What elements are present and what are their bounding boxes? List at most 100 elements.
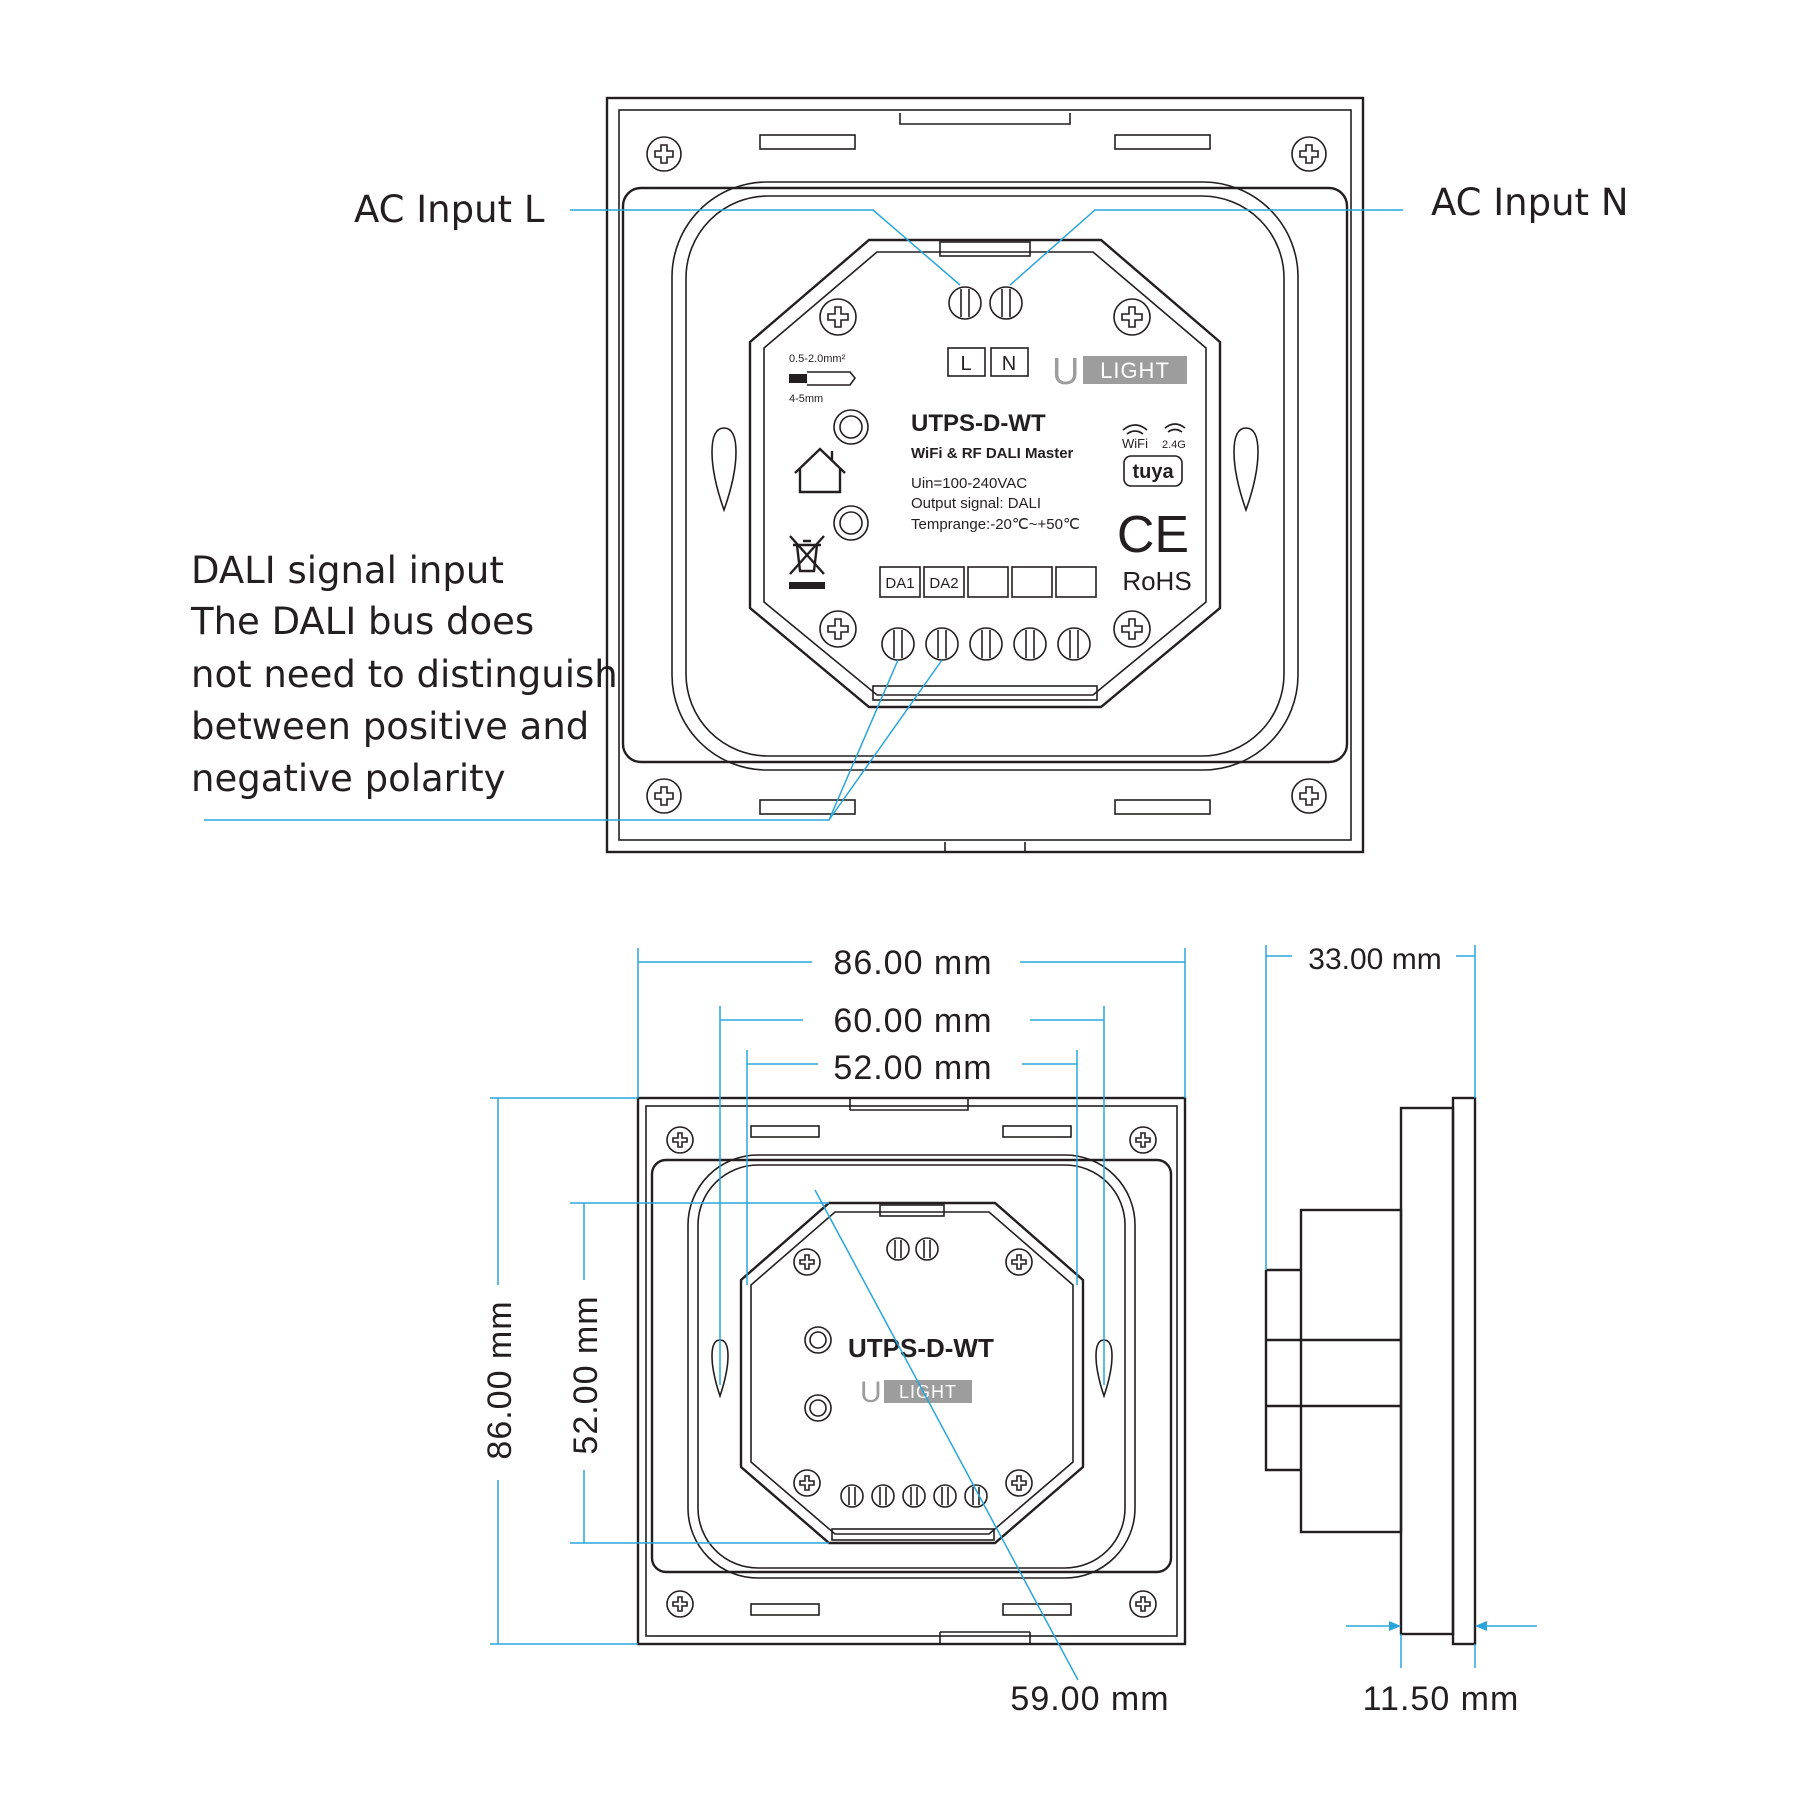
- dim-clip: [1002, 1125, 1072, 1138]
- dimension-view: UTPS-D-WT U LIGHT 86.00 mm 60.00 mm 52.0…: [481, 944, 1187, 1718]
- model-label: UTPS-D-WT: [911, 410, 1046, 437]
- dim-line-diagonal: [814, 1189, 1079, 1681]
- annotation-dali-line-2: The DALI bus does: [190, 600, 534, 643]
- dim-right-keyhole: [1095, 1339, 1113, 1399]
- brand-logo-bar: [1083, 356, 1187, 384]
- description-label: WiFi & RF DALI Master: [911, 445, 1074, 462]
- leader-ac-input-l: [570, 209, 961, 286]
- dim-box-notch: [831, 1528, 995, 1541]
- spec-input-label: Uin=100-240VAC: [911, 475, 1027, 492]
- dali-terminal-icon: [840, 1484, 864, 1508]
- dim-label-outer-height: 86.00 mm: [481, 1300, 519, 1459]
- dali-terminal-da2: [925, 627, 959, 661]
- dim-label-diagonal: 59.00 mm: [1010, 1680, 1169, 1718]
- dim-label-mount-width: 60.00 mm: [833, 1002, 992, 1040]
- spare-terminal: [1057, 627, 1091, 661]
- dim-clip: [750, 1603, 820, 1616]
- ac-terminal-icon: [915, 1237, 939, 1261]
- ac-terminal-n: [989, 286, 1023, 320]
- indicator-hole: [833, 505, 869, 541]
- back-box: [748, 238, 1222, 709]
- spec-temp-label: Temprange:-20℃~+50℃: [911, 516, 1080, 533]
- spare-terminal: [969, 627, 1003, 661]
- rf-icon: [1164, 423, 1186, 433]
- terminal-box-empty: [1011, 566, 1053, 598]
- terminal-label-da1: DA1: [885, 575, 914, 592]
- dim-clip: [750, 1125, 820, 1138]
- strip-length-label: 4-5mm: [789, 393, 823, 405]
- wire-strip-icon: [789, 374, 807, 383]
- dim-recess-inner: [697, 1164, 1126, 1569]
- dim-clip: [1002, 1603, 1072, 1616]
- dali-terminal-icon: [871, 1484, 895, 1508]
- annotation-ac-input-l: AC Input L: [354, 188, 545, 231]
- spare-terminal: [1013, 627, 1047, 661]
- corner-screw-icon: [1129, 1590, 1157, 1618]
- box-screw-icon: [1005, 1469, 1033, 1497]
- terminal-label-da2: DA2: [929, 575, 958, 592]
- box-screw-icon: [1113, 610, 1151, 648]
- side-box-upper: [1299, 1208, 1403, 1534]
- back-box-inner: [763, 251, 1207, 696]
- spec-output-label: Output signal: DALI: [911, 495, 1041, 512]
- corner-screw-icon: [646, 778, 682, 814]
- dim-inner-frame: [645, 1105, 1178, 1637]
- tuya-badge: [1123, 455, 1183, 487]
- box-screw-icon: [1005, 1248, 1033, 1276]
- box-screw-icon: [793, 1469, 821, 1497]
- wifi-label: WiFi: [1122, 436, 1148, 451]
- dim-model-label: UTPS-D-WT: [848, 1333, 994, 1363]
- terminal-box-n: [990, 347, 1029, 377]
- top-tab: [899, 113, 1071, 125]
- dim-label-thickness: 11.50 mm: [1363, 1680, 1520, 1718]
- annotation-dali-line-3: not need to distinguish: [191, 653, 618, 696]
- box-screw-icon: [793, 1248, 821, 1276]
- plate-recess-outer: [671, 181, 1299, 771]
- clip-top-right: [1114, 134, 1211, 150]
- side-box-body: [1264, 1268, 1401, 1472]
- dim-back-box: [739, 1201, 1085, 1545]
- brand-logo-u: U: [1052, 351, 1079, 393]
- annotation-ac-input-n: AC Input N: [1431, 181, 1629, 224]
- leader-ac-input-n: [1009, 209, 1403, 286]
- corner-screw-icon: [666, 1590, 694, 1618]
- corner-screw-icon: [646, 136, 682, 172]
- dim-back-box-inner: [750, 1211, 1074, 1535]
- ac-terminal-l: [948, 286, 982, 320]
- left-keyhole-slot: [711, 427, 737, 513]
- annotation-dali-line-5: negative polarity: [191, 757, 506, 800]
- arrow-icon: [1475, 1621, 1487, 1631]
- dim-brand-logo-light: LIGHT: [899, 1382, 957, 1402]
- dim-outer-frame: [636, 1096, 1187, 1646]
- dim-box-notch: [879, 1204, 945, 1217]
- box-screw-icon: [819, 610, 857, 648]
- rohs-label: RoHS: [1122, 566, 1191, 596]
- dali-terminal-da1: [881, 627, 915, 661]
- wifi-icon: [1122, 424, 1148, 435]
- brand-logo-light: LIGHT: [1100, 358, 1170, 383]
- box-screw-icon: [1113, 298, 1151, 336]
- dim-bottom-tab: [939, 1631, 1031, 1644]
- side-view: 33.00 mm 11.50 mm: [1264, 943, 1537, 1718]
- terminal-box-empty: [1055, 566, 1097, 598]
- inner-frame: [618, 109, 1352, 841]
- annotation-dali-line-1: DALI signal input: [191, 549, 504, 592]
- bottom-tab: [944, 842, 1026, 853]
- dim-label-outer-width: 86.00 mm: [833, 944, 992, 982]
- leader-dali-da2: [828, 659, 943, 821]
- terminal-box-da2: [923, 566, 965, 598]
- corner-screw-icon: [1291, 778, 1327, 814]
- wire-insulation-icon: [807, 371, 857, 386]
- side-frame: [1399, 1106, 1455, 1636]
- indicator-hole: [804, 1326, 832, 1354]
- clip-top-left: [759, 134, 856, 150]
- arrow-icon: [1389, 1621, 1401, 1631]
- annotation-dali-line-4: between positive and: [191, 705, 589, 748]
- indicator-hole: [804, 1394, 832, 1422]
- corner-screw-icon: [1129, 1126, 1157, 1154]
- box-top-notch: [939, 241, 1031, 257]
- corner-screw-icon: [666, 1126, 694, 1154]
- dim-brand-logo-bar: [884, 1380, 972, 1403]
- dim-label-depth: 33.00 mm: [1308, 943, 1441, 976]
